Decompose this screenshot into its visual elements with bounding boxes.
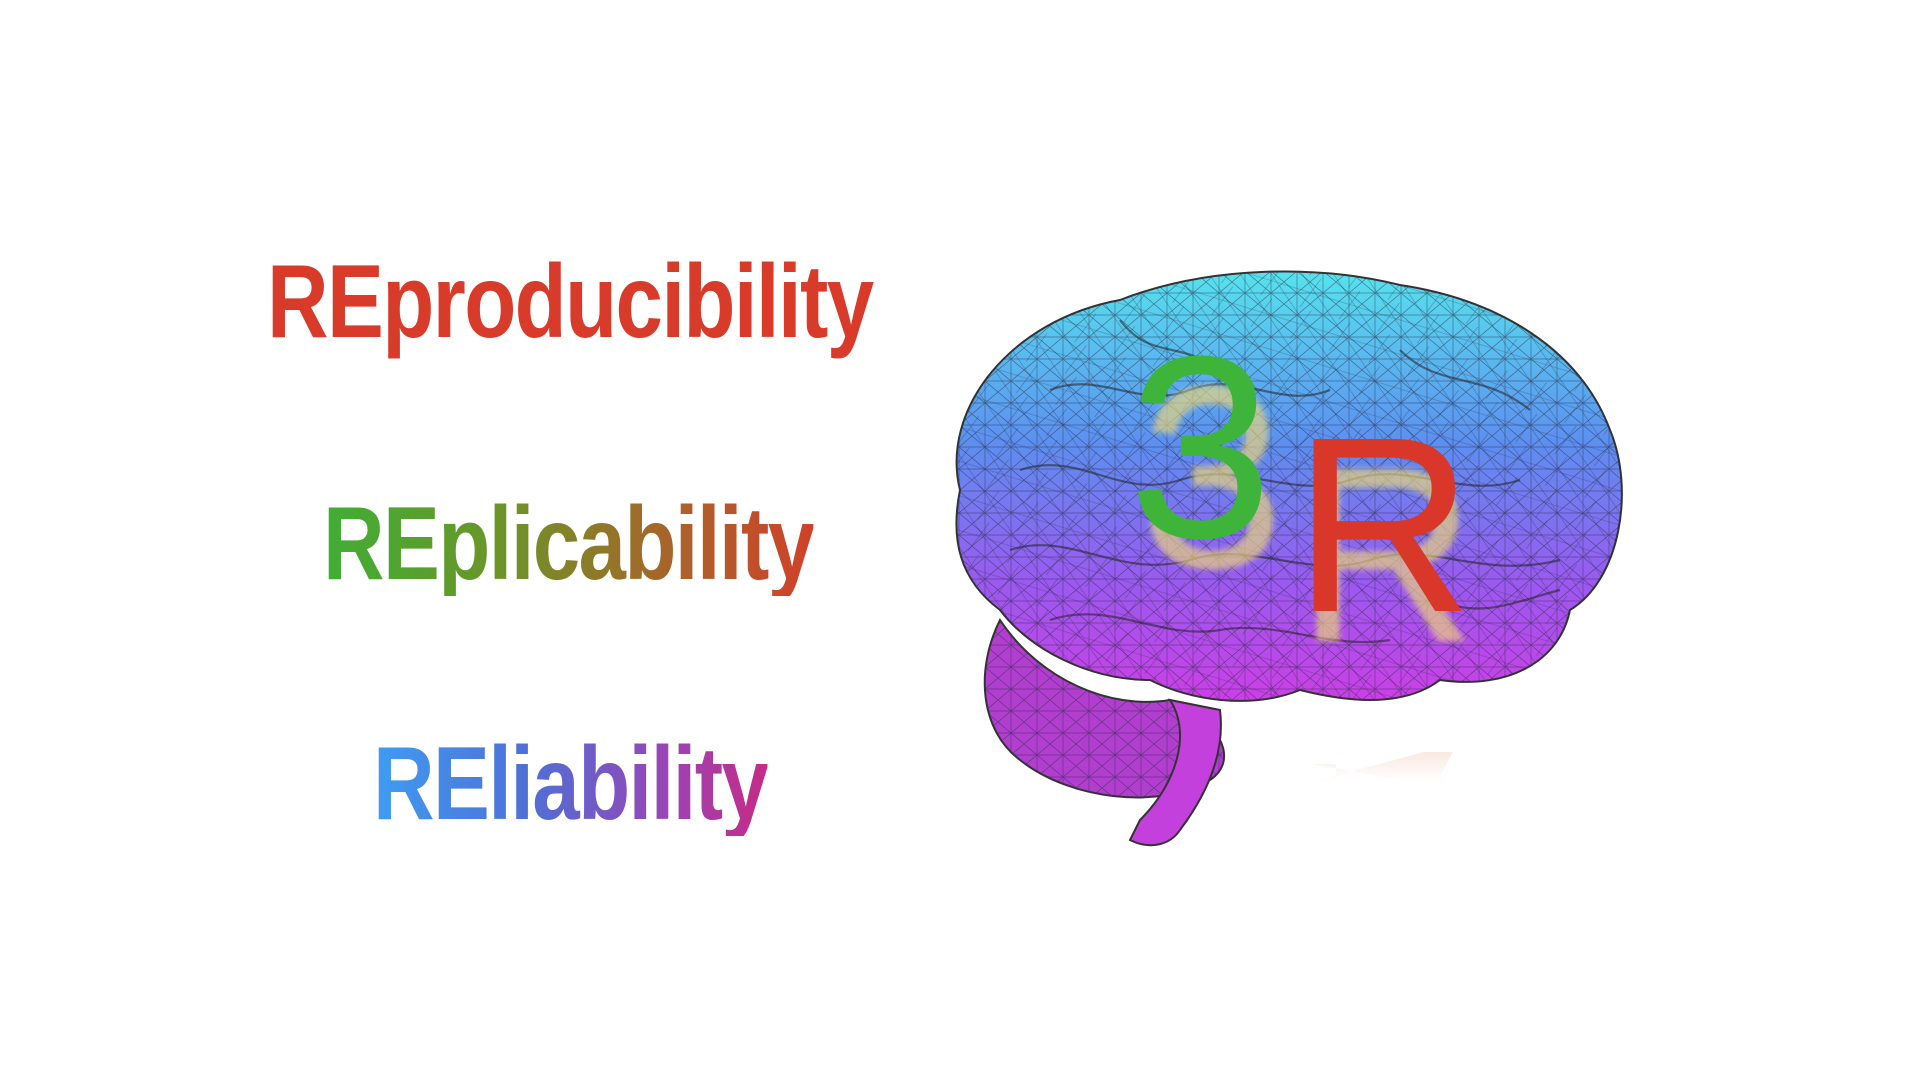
brain-folds — [1009, 319, 1561, 644]
word-reliability-text: REliability — [373, 732, 767, 836]
logo-digit-shadow: 3 — [1140, 333, 1285, 623]
word-reproducibility-rest: producibility — [382, 244, 874, 360]
brain-mesh-icon — [920, 260, 1680, 860]
word-replicability-rest: plicability — [438, 486, 814, 602]
word-replicability-text: REplicability — [323, 492, 814, 596]
word-replicability-prefix: RE — [323, 486, 439, 602]
word-reliability: REliability — [373, 732, 767, 836]
word-replicability: REplicability — [323, 492, 814, 596]
word-reliability-prefix: RE — [373, 726, 489, 842]
logo-letter-shadow: R — [1296, 415, 1477, 694]
word-reproducibility-prefix: RE — [267, 244, 384, 360]
logo-letter-r: R — [1293, 385, 1474, 664]
logo-digit-three: 3 — [1128, 303, 1273, 593]
brain-stem-shape — [1128, 698, 1222, 847]
word-reliability-rest: liability — [488, 726, 768, 842]
word-reproducibility: REproducibility — [267, 244, 874, 360]
